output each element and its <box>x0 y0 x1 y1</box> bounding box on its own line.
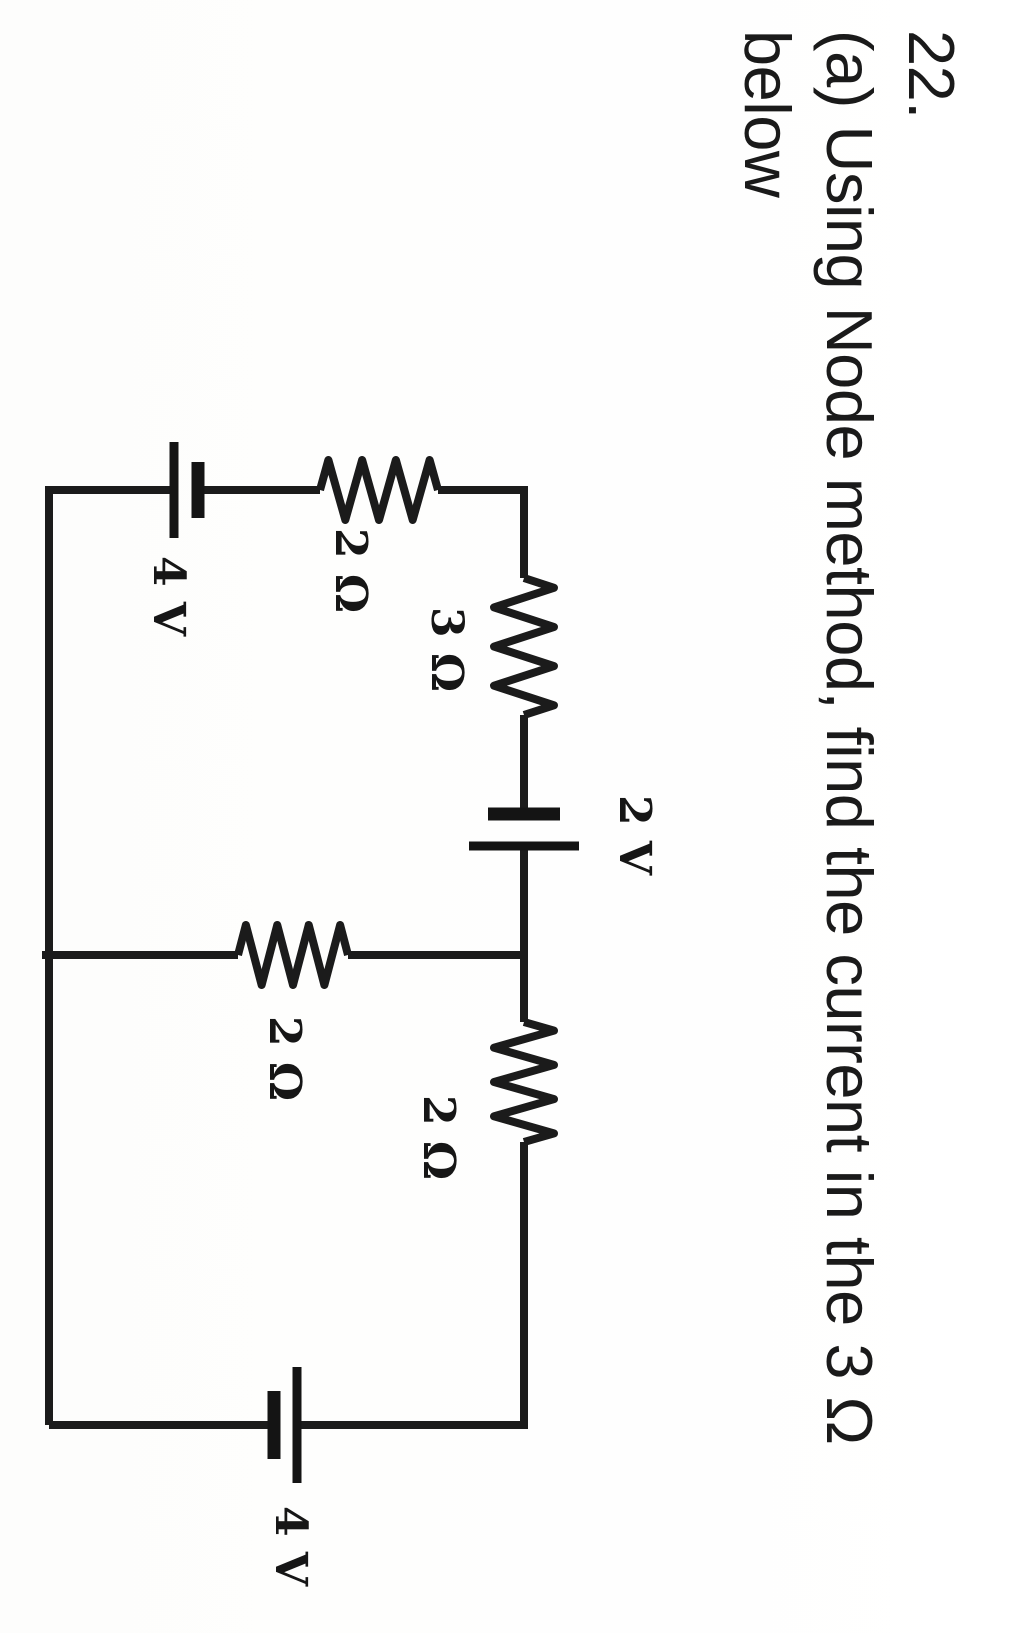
resistor-2ohm-left: 2 Ω <box>316 456 442 613</box>
battery-4v-left-label: 4 V <box>143 556 194 637</box>
resistor-2ohm-right: 2 Ω <box>413 1018 558 1180</box>
circuit-wires <box>42 486 528 1429</box>
resistor-2ohm-right-label: 2 Ω <box>413 1095 464 1180</box>
battery-4v-left: 4 V <box>143 442 205 637</box>
resistor-2ohm-middle: 2 Ω <box>234 921 352 1101</box>
resistor-3ohm: 3 Ω <box>421 574 558 719</box>
resistor-3ohm-label: 3 Ω <box>421 607 472 692</box>
resistor-2ohm-right-zigzag <box>490 1018 558 1146</box>
battery-4v-right-label: 4 V <box>265 1506 316 1587</box>
battery-4v-right: 4 V <box>265 1367 316 1587</box>
resistor-3ohm-zigzag <box>490 574 558 719</box>
resistor-2ohm-middle-label: 2 Ω <box>259 1016 310 1101</box>
resistor-2ohm-left-zigzag <box>316 456 442 524</box>
resistor-2ohm-middle-zigzag <box>234 921 352 989</box>
resistor-2ohm-left-label: 2 Ω <box>325 528 376 613</box>
battery-2v: 2 V <box>469 795 660 876</box>
battery-2v-label: 2 V <box>609 795 660 876</box>
